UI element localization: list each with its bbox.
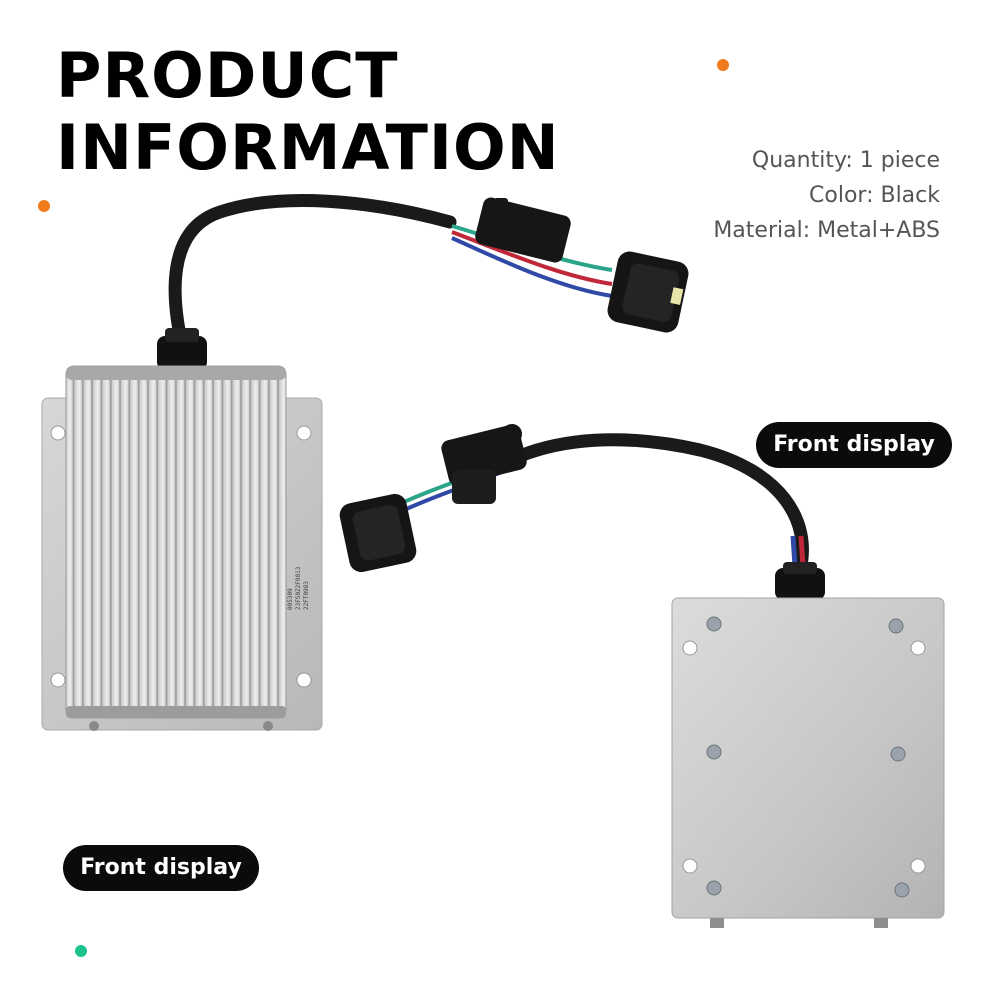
- front-display-label: Front display: [756, 422, 952, 468]
- page-title: PRODUCT INFORMATION: [56, 40, 560, 184]
- right-connector-plug: [339, 493, 417, 573]
- right-back-plate: [671, 597, 945, 919]
- left-device: 005309 23FS0Z2F0013 22FT0983: [41, 194, 689, 731]
- left-device-marking: 005309: [287, 588, 294, 610]
- spec-color: Color: Black: [809, 183, 940, 208]
- spec-material: Material: Metal+ABS: [713, 218, 940, 243]
- left-device-marking: 23FS0Z2F0013: [295, 566, 302, 610]
- orange-dot-decoration: [38, 200, 50, 212]
- spec-quantity: Quantity: 1 piece: [751, 148, 940, 173]
- left-heatsink-body: [65, 365, 287, 719]
- left-fuse-holder: [475, 197, 571, 263]
- right-device-cable: [513, 433, 809, 577]
- title-line-1: PRODUCT: [56, 39, 399, 112]
- front-display-label: Front display: [63, 845, 259, 891]
- spec-list: Quantity: 1 piece Color: Black Material:…: [713, 143, 940, 248]
- orange-dot-decoration: [717, 59, 729, 71]
- title-line-2: INFORMATION: [56, 111, 560, 184]
- right-device: [339, 424, 945, 928]
- left-connector-plug: [607, 251, 689, 333]
- green-dot-decoration: [75, 945, 87, 957]
- left-device-cable: [168, 194, 457, 352]
- right-fuse-holder: [441, 424, 527, 504]
- left-device-marking: 22FT0983: [303, 581, 310, 610]
